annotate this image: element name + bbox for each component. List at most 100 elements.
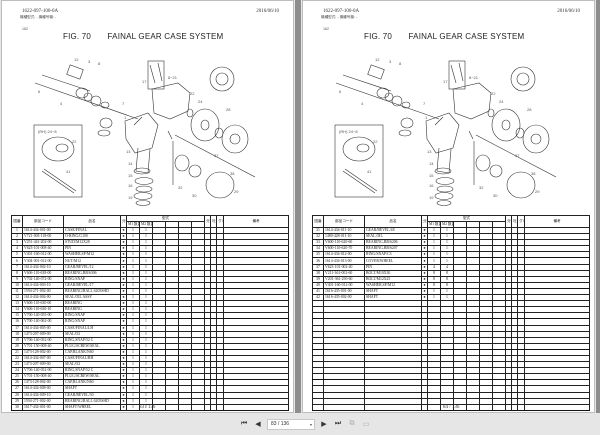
part-code: 1617-434-001-00 — [22, 403, 64, 411]
table-subheader-row: M1 数量 M2 数量 — [313, 221, 590, 228]
svg-text:3: 3 — [389, 59, 392, 64]
svg-text:(RH) 24~8: (RH) 24~8 — [339, 129, 358, 134]
viewer-scrollbar[interactable] — [596, 0, 600, 413]
figure-name: FAINAL GEAR CASE SYSTEM — [408, 32, 525, 41]
col-header-part-code: 部品コード — [22, 215, 64, 228]
col-header-remarks: 備考 — [524, 215, 591, 228]
svg-text:17: 17 — [142, 79, 147, 84]
qty-m1 — [427, 403, 441, 411]
parts-table: 図番 部品コード 品名 分類 型式 分担区 吐出率 グループ 備考 M1 数量 … — [312, 215, 591, 411]
svg-text:30: 30 — [493, 193, 498, 198]
page-marker: 162 — [323, 27, 329, 31]
svg-text:12: 12 — [74, 57, 79, 62]
empty-cell — [165, 403, 179, 411]
figure-title: FIG. 70 FAINAL GEAR CASE SYSTEM — [63, 32, 223, 41]
svg-text:32: 32 — [479, 185, 484, 190]
empty-cell — [466, 403, 480, 411]
table-row — [312, 318, 591, 326]
svg-text:29: 29 — [234, 189, 239, 194]
empty-cell — [479, 403, 493, 411]
svg-text:22: 22 — [373, 139, 378, 144]
col-header-part-code: 部品コード — [323, 215, 365, 228]
chevron-down-icon: ▾ — [309, 421, 312, 427]
svg-text:19: 19 — [128, 195, 133, 200]
col-header-remarks: 備考 — [223, 215, 290, 228]
svg-text:8~21: 8~21 — [469, 75, 479, 80]
page-number-value: 83 / 136 — [271, 421, 290, 427]
prev-page-icon: ◀ — [255, 421, 261, 428]
next-page-icon: ▶ — [321, 421, 327, 428]
svg-text:22: 22 — [72, 139, 77, 144]
figure-title: FIG. 70 FAINAL GEAR CASE SYSTEM — [364, 32, 524, 41]
col-header-m1: M1 数量 — [126, 221, 140, 228]
table-row — [312, 397, 591, 405]
col-header-m2: M2 数量 — [139, 221, 153, 228]
document-page-left: 1622-097-100-0A 機種型式: - 機種号機: - 2016/06/… — [1, 0, 294, 413]
continuous-view-button[interactable]: ▭ — [361, 419, 371, 429]
qty-m1: 1 — [126, 403, 140, 411]
page-marker: 162 — [22, 27, 28, 31]
doc-subheader: 機種型式: - 機種号機: - — [20, 15, 57, 19]
svg-text:8~21: 8~21 — [168, 75, 178, 80]
svg-text:12: 12 — [375, 57, 380, 62]
col-header-c: グループ — [517, 215, 526, 228]
empty-cell — [491, 403, 507, 411]
two-page-view-button[interactable]: ⧉ — [347, 419, 357, 429]
part-name — [364, 403, 422, 411]
table-row — [312, 403, 591, 411]
next-page-button[interactable]: ▶ — [319, 419, 329, 429]
part-name: SHAFT/WHEEL — [63, 403, 121, 411]
svg-text:41: 41 — [367, 169, 372, 174]
page-number-select[interactable]: 83 / 136 ▾ — [267, 418, 315, 430]
figure-number: FIG. 70 — [63, 32, 92, 41]
svg-text:14: 14 — [128, 161, 133, 166]
part-code — [323, 403, 365, 411]
svg-text:6: 6 — [38, 89, 41, 94]
prev-page-button[interactable]: ◀ — [253, 419, 263, 429]
row-no — [312, 403, 324, 411]
table-header-row: 図番 部品コード 品名 分類 型式 分担区 吐出率 グループ 備考 — [11, 215, 290, 228]
svg-text:24: 24 — [499, 99, 504, 104]
svg-text:4: 4 — [361, 101, 364, 106]
page-navigation-toolbar: ⏮ ◀ 83 / 136 ▾ ▶ ⏭ ⧉ ▭ — [0, 413, 600, 435]
col-header-c: グループ — [216, 215, 225, 228]
svg-text:15: 15 — [128, 173, 133, 178]
svg-text:29: 29 — [535, 189, 540, 194]
row-no: 30 — [11, 403, 23, 411]
svg-text:22: 22 — [491, 91, 496, 96]
svg-text:7: 7 — [423, 101, 426, 106]
empty-cell — [524, 403, 591, 411]
svg-text:28: 28 — [527, 107, 532, 112]
svg-text:(RH) 24~8: (RH) 24~8 — [38, 129, 57, 134]
svg-text:22: 22 — [190, 91, 195, 96]
svg-text:16: 16 — [128, 183, 133, 188]
svg-text:28: 28 — [226, 107, 231, 112]
svg-text:30: 30 — [192, 193, 197, 198]
page-footer: 83 / 136 — [139, 405, 156, 410]
svg-text:1: 1 — [124, 115, 127, 120]
document-page-right: 1622-097-100-0A 機種型式: - 機種号機: - 2016/06/… — [302, 0, 595, 413]
doc-code: 1622-097-100-0A — [22, 9, 59, 14]
last-page-icon: ⏭ — [334, 420, 342, 427]
table-row — [312, 385, 591, 393]
svg-text:15: 15 — [429, 173, 434, 178]
svg-text:13: 13 — [126, 149, 131, 154]
table-row — [312, 367, 591, 375]
last-page-button[interactable]: ⏭ — [333, 419, 343, 429]
first-page-button[interactable]: ⏮ — [239, 419, 249, 429]
svg-text:14: 14 — [429, 161, 434, 166]
table-row — [312, 361, 591, 369]
empty-cell — [223, 403, 290, 411]
figure-number: FIG. 70 — [364, 32, 393, 41]
empty-cell — [216, 403, 225, 411]
